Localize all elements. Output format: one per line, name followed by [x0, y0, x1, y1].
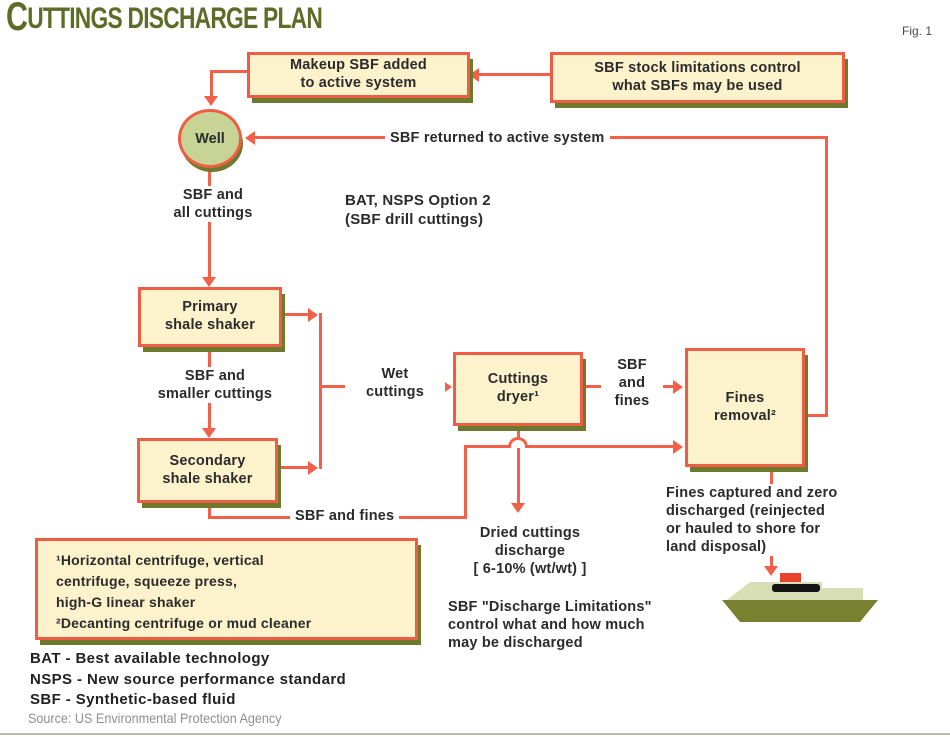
connector-primary-right [282, 313, 315, 316]
arrowhead-into-well-top [204, 96, 218, 106]
arrowhead-dried-cuttings [511, 503, 525, 513]
arrowhead-into-secondary [202, 428, 216, 438]
label-dried-cuttings-discharge: Dried cuttings discharge [ 6-10% (wt/wt)… [473, 525, 587, 578]
arrowhead-secondary-to-collector [308, 461, 318, 475]
label-sbf-and-fines-right: SBF and fines [601, 356, 663, 411]
connector-return-v [825, 136, 828, 417]
arrowhead-into-primary [202, 277, 216, 287]
arrowhead-into-fines-bottom [673, 440, 683, 454]
connector-sbf-fines-up [464, 445, 467, 519]
fines-removal-box: Fines removal² [685, 348, 805, 467]
label-discharge-limitations: SBF "Discharge Limitations" control what… [448, 599, 652, 652]
arrowhead-into-ship [764, 566, 778, 576]
primary-shale-shaker-box: Primary shale shaker [138, 287, 282, 347]
label-sbf-returned: SBF returned to active system [385, 129, 610, 148]
figure-number: Fig. 1 [902, 24, 933, 38]
arrowhead-primary-to-collector [308, 308, 318, 322]
label-sbf-and-fines-bottom: SBF and fines [290, 507, 400, 526]
connector-stock-to-makeup [477, 73, 550, 76]
line-hop [508, 437, 528, 448]
connector-dryer-down [517, 426, 520, 506]
connector-secondary-bottom [208, 503, 211, 519]
well-node: Well [178, 109, 242, 168]
makeup-sbf-box: Makeup SBF added to active system [247, 52, 470, 98]
arrowhead-into-makeup [469, 68, 479, 82]
ship-funnel [780, 573, 801, 584]
ship-hull [722, 600, 878, 622]
label-bat-nsps-option: BAT, NSPS Option 2 (SBF drill cuttings) [345, 192, 491, 228]
connector-well-to-primary [208, 167, 211, 280]
connector-sbf-fines-right-b [526, 445, 676, 448]
arrowhead-into-fines-top [673, 380, 683, 394]
connector-fines-bottom-stub [770, 468, 773, 484]
secondary-shale-shaker-box: Secondary shale shaker [137, 438, 278, 503]
label-sbf-all-cuttings: SBF and all cuttings [158, 186, 268, 223]
page-title: CUTTINGS DISCHARGE PLAN [6, 0, 323, 39]
connector-makeup-left-v [210, 70, 213, 99]
bottom-divider [0, 733, 950, 735]
arrowhead-into-dryer [442, 380, 452, 394]
title-initial: C [6, 0, 28, 39]
ship-windows [772, 584, 820, 592]
title-rest: UTTINGS DISCHARGE PLAN [27, 2, 323, 35]
connector-collector-v [319, 313, 322, 469]
label-wet-cuttings: Wet cuttings [345, 365, 445, 402]
connector-to-ship [770, 556, 773, 569]
label-sbf-smaller-cuttings: SBF and smaller cuttings [135, 367, 295, 404]
cuttings-dryer-box: Cuttings dryer¹ [453, 352, 583, 426]
footnotes-box: ¹Horizontal centrifuge, vertical centrif… [35, 538, 418, 640]
legend-abbreviations: BAT - Best available technology NSPS - N… [30, 650, 347, 708]
label-fines-captured: Fines captured and zero discharged (rein… [666, 485, 838, 556]
connector-sbf-fines-right-a [464, 445, 510, 448]
ship-icon [722, 573, 878, 622]
connector-makeup-left-h [212, 70, 247, 73]
sbf-stock-limitations-box: SBF stock limitations control what SBFs … [550, 52, 845, 103]
source-credit: Source: US Environmental Protection Agen… [28, 710, 282, 726]
arrowhead-into-well-right [245, 131, 255, 145]
connector-secondary-right [278, 466, 311, 469]
connector-return-into-fines [805, 414, 828, 417]
